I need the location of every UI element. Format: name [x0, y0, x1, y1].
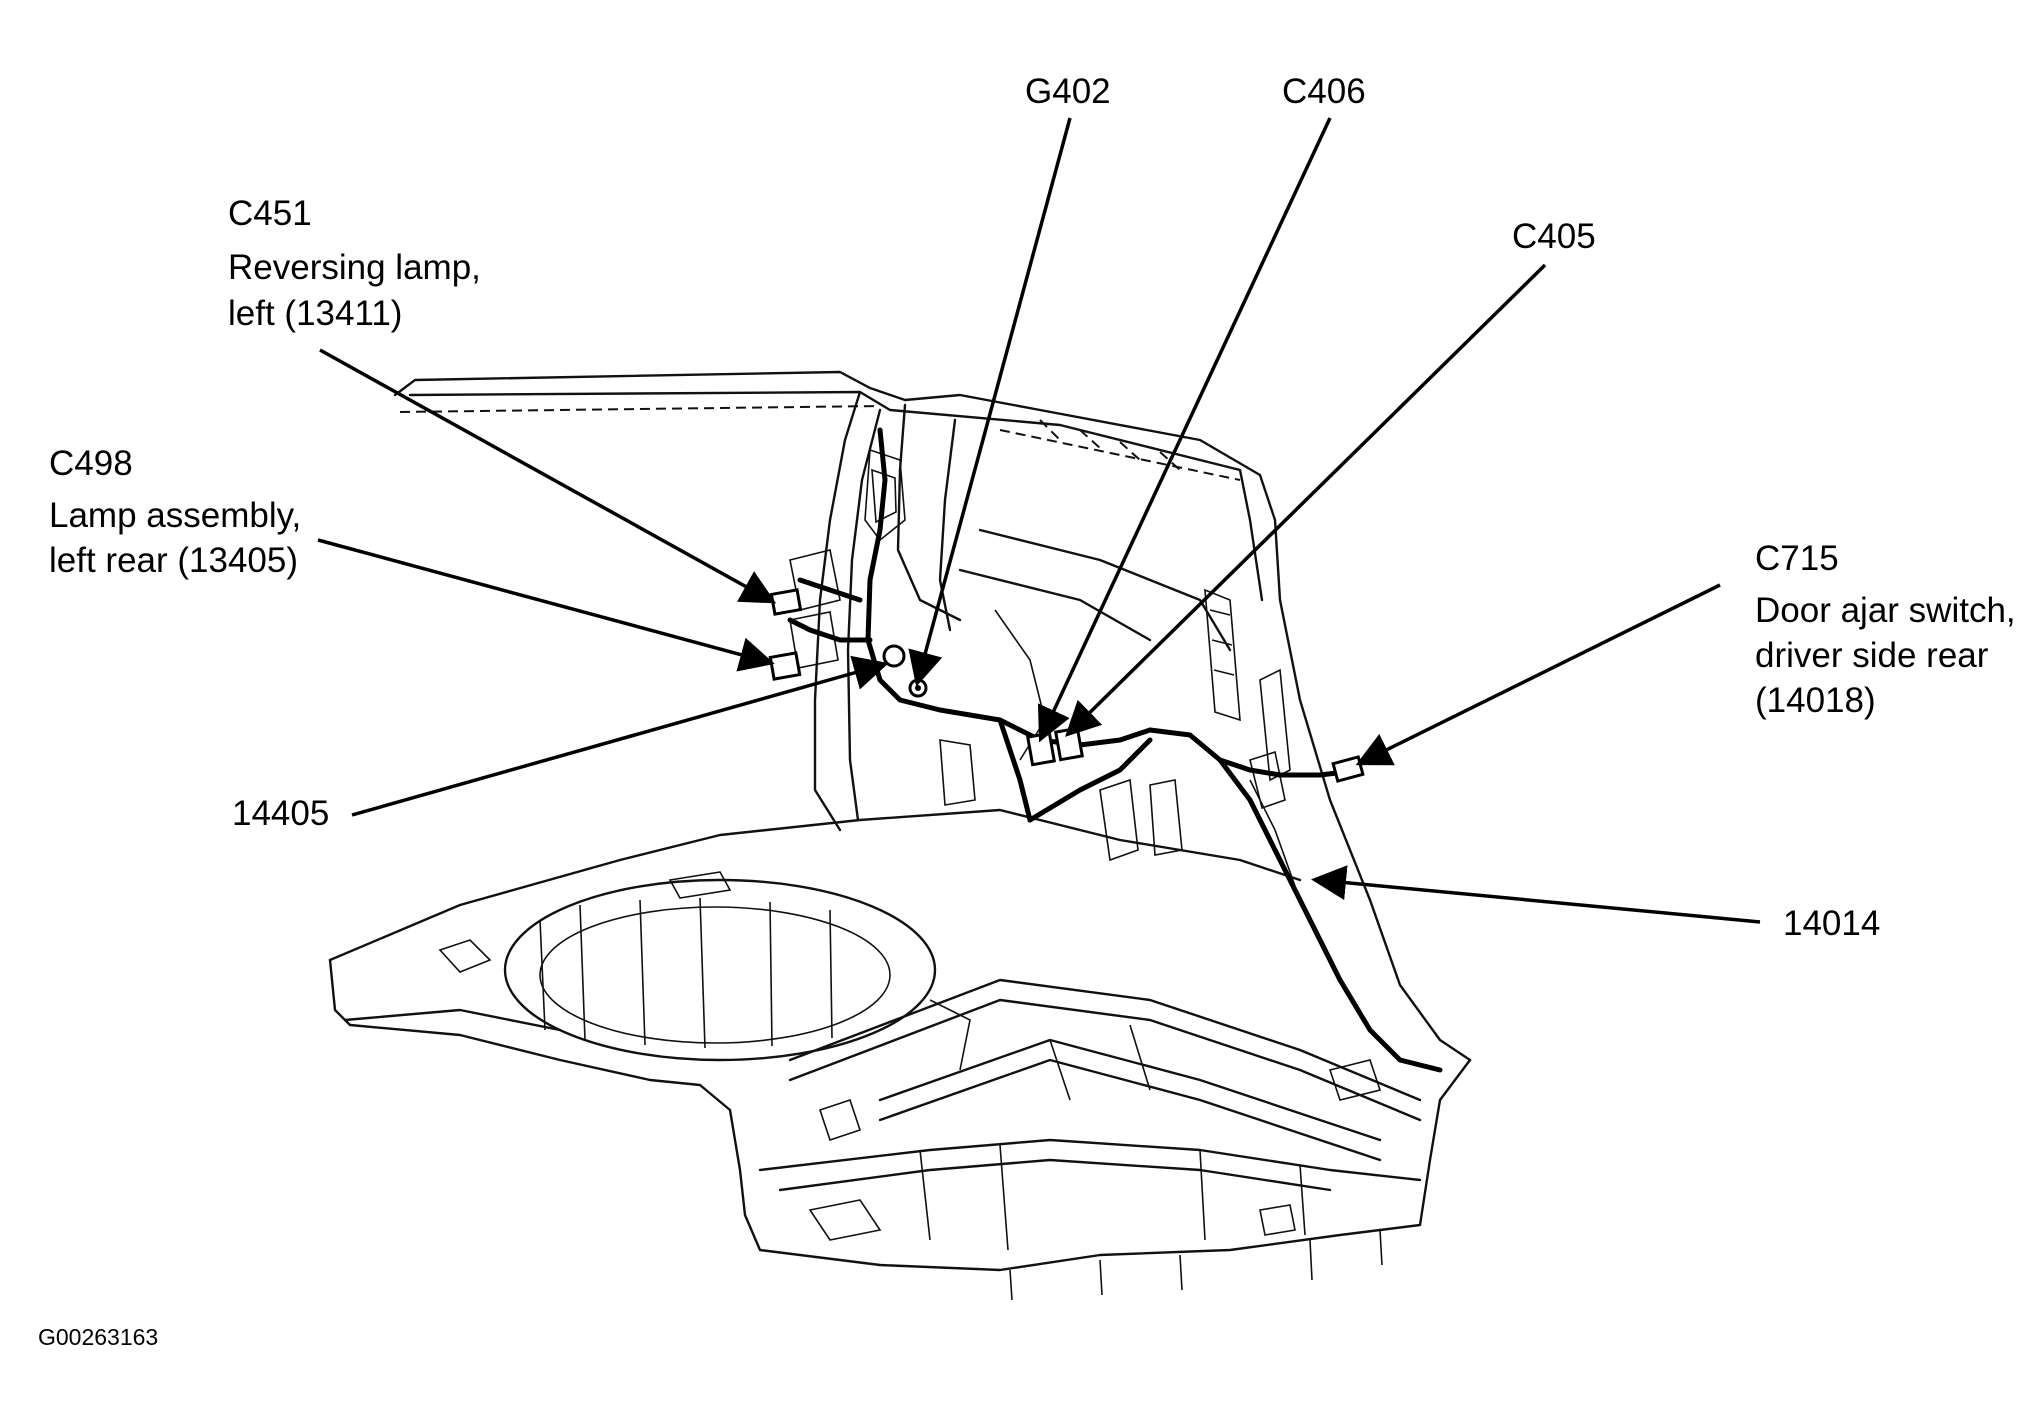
ground-g402-bolt: [915, 685, 921, 691]
label-c498-code: C498: [49, 444, 133, 483]
connector-c715: [1331, 755, 1365, 783]
label-c451-desc-2: left (13411): [228, 294, 402, 333]
label-c715-code: C715: [1755, 539, 1839, 578]
connector-c498: [768, 651, 802, 681]
connector-c451: [769, 588, 803, 616]
leader-c498: [317, 538, 775, 672]
leader-14405: [351, 655, 889, 817]
label-c715-desc-1: Door ajar switch,: [1755, 591, 2016, 630]
leader-c406: [1037, 117, 1332, 743]
harness-14405-clip: [882, 644, 906, 668]
wiring-harness: [787, 427, 1443, 1073]
label-c451-desc-1: Reversing lamp,: [228, 248, 481, 287]
label-c498-desc-1: Lamp assembly,: [49, 496, 301, 535]
label-c498-desc-2: left rear (13405): [49, 541, 298, 580]
label-14405: 14405: [232, 794, 329, 833]
figure-id: G00263163: [38, 1324, 158, 1350]
vehicle-body-illustration: [328, 370, 1472, 1301]
label-c715-desc-3: (14018): [1755, 681, 1876, 720]
label-c715-desc-2: driver side rear: [1755, 636, 1989, 675]
leader-c451: [319, 348, 777, 604]
leader-c715: [1355, 583, 1721, 766]
leader-14014: [1311, 865, 1761, 924]
label-c406: C406: [1282, 72, 1366, 111]
label-c451-code: C451: [228, 194, 312, 233]
label-g402: G402: [1025, 72, 1111, 111]
connector-c406: [1025, 731, 1057, 767]
connector-c405: [1053, 726, 1085, 762]
leader-lines: [317, 117, 1761, 924]
leader-c405: [1065, 263, 1547, 737]
leader-g402: [908, 117, 1072, 687]
label-c405: C405: [1512, 217, 1596, 256]
label-14014: 14014: [1783, 904, 1880, 943]
callout-labels: G402 C406 C405 C451 Reversing lamp, left…: [38, 72, 2016, 1350]
